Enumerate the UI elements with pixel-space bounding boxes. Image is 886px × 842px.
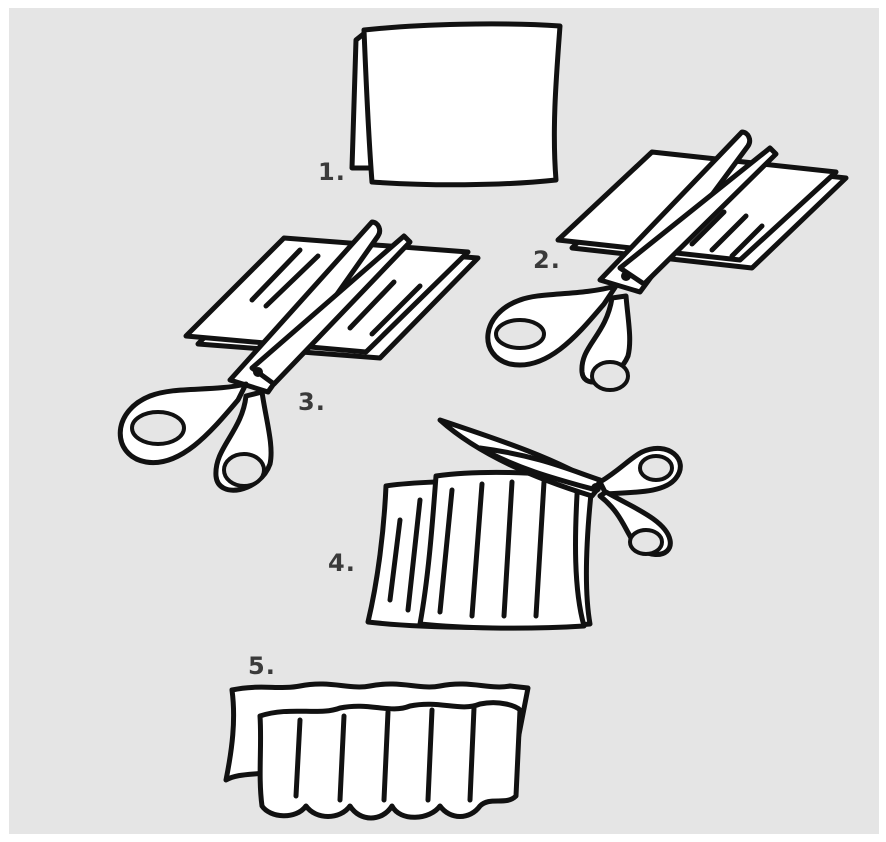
step-label-1: 1. (318, 158, 346, 186)
step-label-2: 2. (533, 246, 561, 274)
step-label-4: 4. (328, 549, 356, 577)
folded-paper-icon (352, 24, 560, 185)
scissors-cutting-strips-icon (120, 222, 478, 490)
scissors-cutting-paper-icon (368, 420, 680, 628)
step-label-3: 3. (298, 388, 326, 416)
opened-paper-fringe-icon (226, 684, 528, 818)
step-label-5: 5. (248, 652, 276, 680)
